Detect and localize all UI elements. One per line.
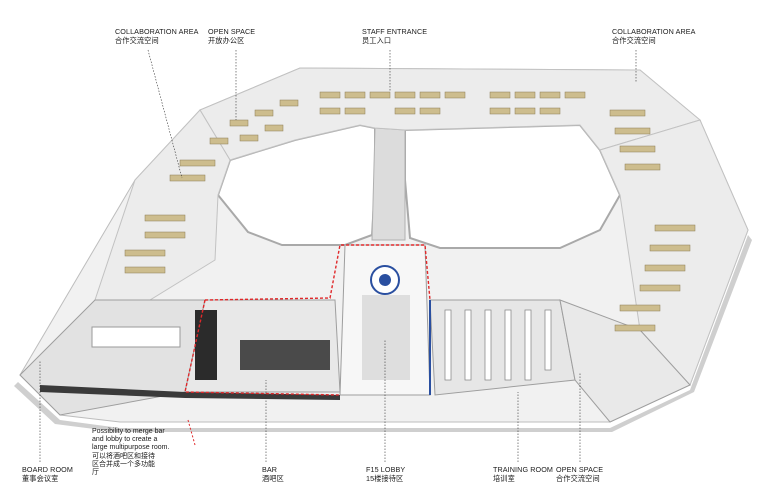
merge-note-en-1: Possibility to merge bar bbox=[92, 428, 165, 435]
note-leader bbox=[187, 419, 196, 446]
label-bar: BAR 酒吧区 bbox=[262, 465, 284, 483]
merge-note-en-2: and lobby to create a bbox=[92, 436, 158, 444]
bar-dark-floor bbox=[240, 340, 330, 370]
label-bar-zh: 酒吧区 bbox=[262, 473, 284, 483]
label-collaboration-right: COLLABORATION AREA 合作交流空间 bbox=[612, 27, 696, 45]
label-training-room-en: TRAINING ROOM bbox=[493, 465, 553, 474]
desk-clusters bbox=[124, 91, 696, 332]
label-staff-entrance: STAFF ENTRANCE 员工入口 bbox=[362, 27, 428, 45]
bar-counter bbox=[195, 310, 217, 380]
label-collaboration-right-zh: 合作交流空间 bbox=[612, 35, 656, 45]
merge-note-zh-1: 可以将酒吧区和接待 bbox=[92, 452, 155, 460]
label-f15-lobby: F15 LOBBY 15楼接待区 bbox=[366, 465, 406, 483]
label-training-room: TRAINING ROOM 培训室 bbox=[493, 465, 553, 483]
merge-note-zh-2: 区合并成一个多功能 bbox=[92, 460, 155, 468]
label-training-room-zh: 培训室 bbox=[493, 473, 515, 483]
label-board-room-zh: 董事会议室 bbox=[22, 473, 59, 483]
open-space-top bbox=[199, 67, 702, 161]
label-collaboration-left-zh: 合作交流空间 bbox=[115, 35, 159, 45]
training-room bbox=[429, 299, 576, 396]
label-open-space-top-en: OPEN SPACE bbox=[208, 27, 256, 36]
label-staff-entrance-zh: 员工入口 bbox=[362, 35, 392, 45]
label-f15-lobby-zh: 15楼接待区 bbox=[366, 473, 404, 483]
label-open-space-bottom-en: OPEN SPACE bbox=[556, 465, 604, 474]
merge-note: Possibility to merge bar and lobby to cr… bbox=[92, 428, 169, 477]
merge-note-zh-3: 厅 bbox=[92, 469, 99, 477]
label-open-space-top-zh: 开放办公区 bbox=[208, 35, 245, 45]
atrium-void-right bbox=[404, 123, 622, 249]
staff-corridor bbox=[371, 127, 406, 241]
label-open-space-top: OPEN SPACE 开放办公区 bbox=[208, 27, 256, 45]
leader-lines bbox=[39, 49, 637, 462]
label-open-space-bottom-zh: 合作交流空间 bbox=[556, 473, 600, 483]
label-board-room-en: BOARD ROOM bbox=[22, 465, 73, 474]
merge-note-en-3: large multipurpose room. bbox=[92, 444, 170, 452]
label-collaboration-left: COLLABORATION AREA 合作交流空间 bbox=[115, 27, 199, 45]
label-open-space-bottom: OPEN SPACE 合作交流空间 bbox=[556, 465, 604, 483]
lobby-floor bbox=[362, 295, 410, 380]
label-bar-en: BAR bbox=[262, 465, 278, 474]
label-staff-entrance-en: STAFF ENTRANCE bbox=[362, 27, 428, 36]
board-table bbox=[91, 326, 181, 348]
label-f15-lobby-en: F15 LOBBY bbox=[366, 465, 406, 474]
label-collaboration-right-en: COLLABORATION AREA bbox=[612, 27, 696, 36]
label-board-room: BOARD ROOM 董事会议室 bbox=[22, 465, 73, 483]
training-desks bbox=[444, 309, 552, 381]
dark-floor-strip bbox=[40, 385, 340, 400]
merge-boundary bbox=[204, 244, 431, 301]
label-collaboration-left-en: COLLABORATION AREA bbox=[115, 27, 199, 36]
